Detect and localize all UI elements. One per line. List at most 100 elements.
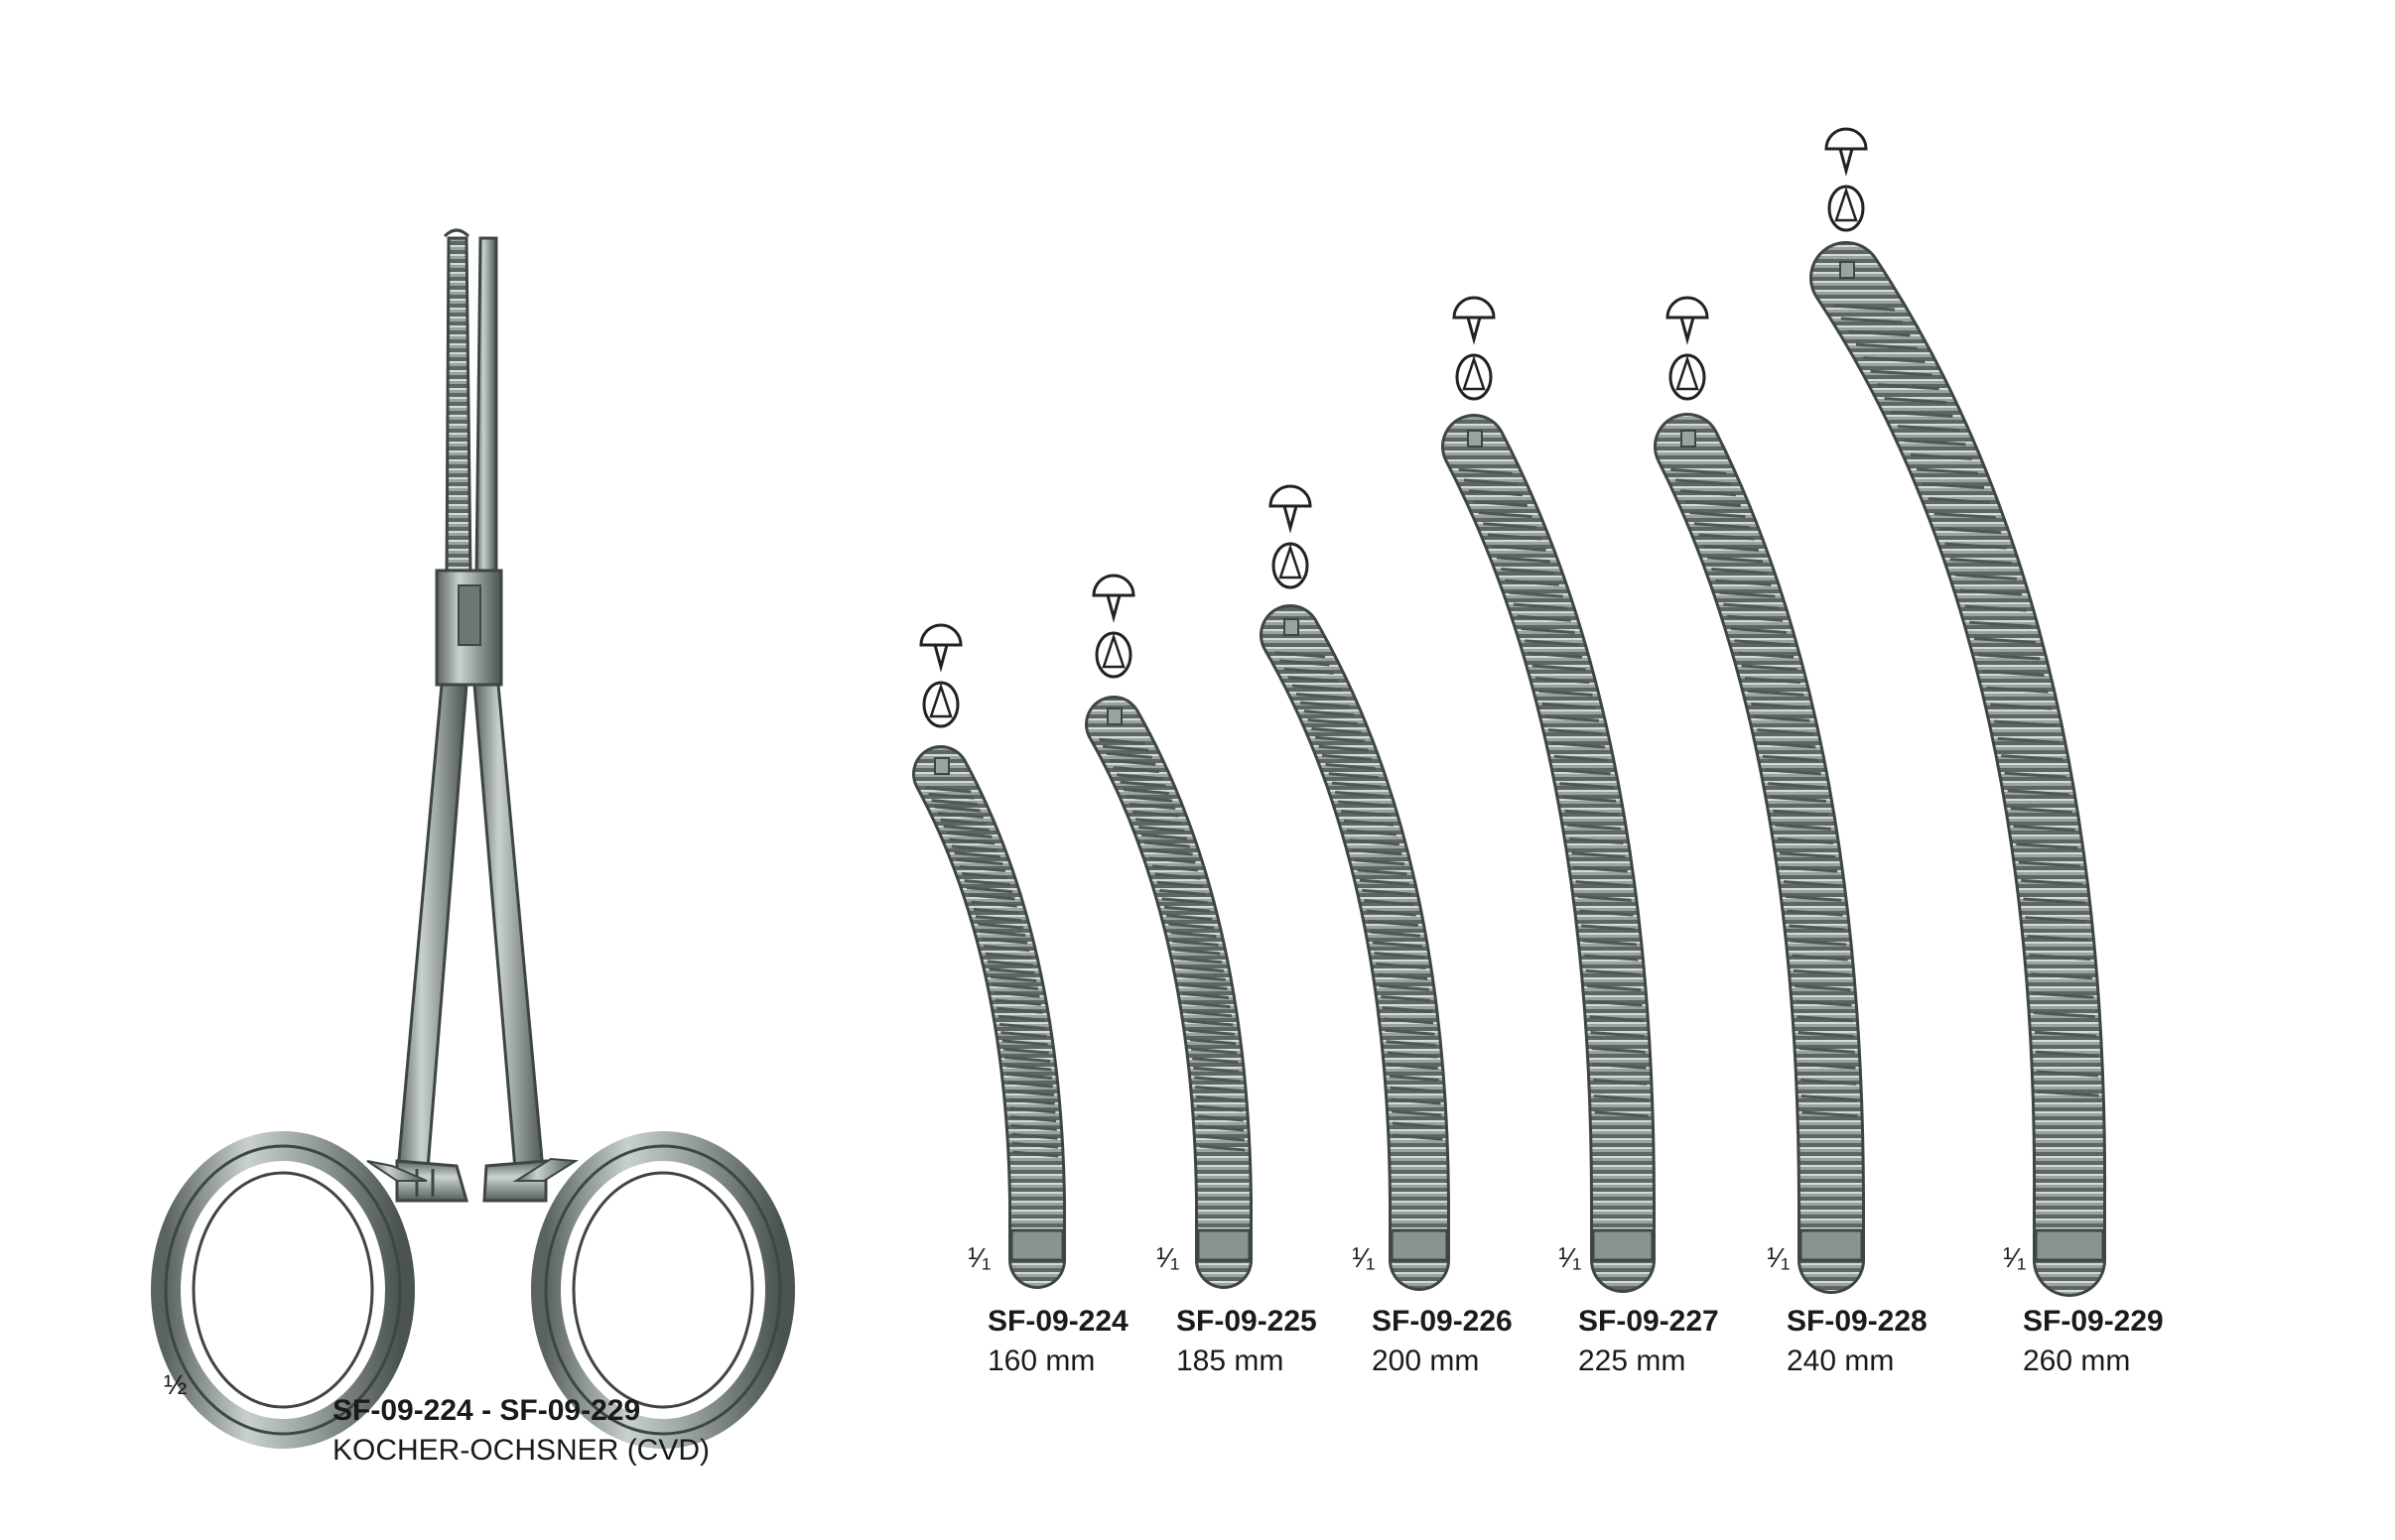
serration-line [1328, 772, 1379, 780]
serration-line [1174, 948, 1221, 956]
product-name: KOCHER-OCHSNER (CVD) [333, 1434, 711, 1467]
serration-line [1944, 542, 2007, 550]
serration-line [1389, 1074, 1439, 1082]
tooth-profile-icon [1665, 296, 1709, 345]
serration-line [1496, 556, 1551, 564]
serration-line [1789, 924, 1845, 932]
tip-code: SF-09-225 [1176, 1305, 1317, 1338]
serration-line [1751, 702, 1807, 709]
tip-serration [1812, 244, 2104, 1294]
serration-line [1916, 467, 1979, 475]
serration-line [1366, 909, 1416, 917]
serration-line [991, 974, 1037, 982]
serration-line [1528, 651, 1583, 659]
tip-serration [1657, 416, 1862, 1291]
serration-line [1181, 983, 1228, 991]
serration-line [1311, 726, 1362, 734]
serration-line [1748, 689, 1804, 697]
serration-line [1182, 992, 1230, 1000]
serration-line [1775, 823, 1831, 831]
serration-line [1196, 1104, 1244, 1112]
serration-line [1994, 719, 2057, 727]
jaw-profile-icon [1455, 353, 1493, 401]
serration-line [1004, 1064, 1052, 1072]
serration-line [1689, 511, 1746, 519]
serration-line [982, 937, 1028, 945]
serration-line [1368, 920, 1418, 928]
serration-line [2013, 825, 2075, 833]
serration-line [1760, 741, 1816, 749]
tip-serration [1088, 699, 1250, 1286]
tip-4 [1441, 296, 1656, 1293]
serration-line [978, 922, 1024, 930]
serration-line [1386, 1040, 1436, 1048]
serration-line [975, 915, 1022, 923]
tip-code: SF-09-224 [988, 1305, 1129, 1338]
serration-line [1679, 489, 1737, 497]
serration-line [1982, 669, 2045, 677]
jaw-profile-icon [1668, 353, 1706, 401]
tip-scale-label: ¹⁄₁ [1156, 1242, 1180, 1273]
serration-line [971, 900, 1017, 908]
serration-line [1354, 858, 1405, 866]
serration-line [957, 858, 1003, 866]
serration-line [1468, 489, 1523, 497]
serration-line [931, 799, 978, 807]
serration-line [1392, 1109, 1442, 1117]
serration-line [995, 998, 1042, 1006]
serration-line [1785, 894, 1842, 902]
tip-code: SF-09-226 [1372, 1305, 1513, 1338]
serration-line [1303, 709, 1355, 717]
serration-line [1797, 1030, 1854, 1038]
serration-line [1010, 1123, 1057, 1131]
serration-line [1575, 880, 1630, 888]
serration-line [1573, 865, 1628, 873]
serration-line [1177, 965, 1225, 973]
serration-line [1840, 317, 1903, 324]
serration-line [1588, 999, 1643, 1007]
serration-line [1130, 803, 1176, 811]
serration-line [1594, 1110, 1649, 1118]
serration-line [1593, 1094, 1649, 1102]
serration-line [928, 792, 975, 800]
serration-line [1393, 1133, 1443, 1141]
serration-line [1684, 500, 1741, 508]
tip-scale-label: ¹⁄₁ [1558, 1242, 1582, 1273]
serration-line [1314, 735, 1366, 743]
serration-line [1279, 659, 1330, 667]
serration-line [1986, 686, 2049, 694]
serration-line [1002, 1047, 1049, 1055]
serration-line [1378, 972, 1428, 980]
serration-line [1770, 795, 1827, 803]
serration-line [1159, 889, 1206, 897]
serration-line [1344, 819, 1395, 827]
serration-line [964, 879, 1010, 887]
serration-line [2023, 897, 2085, 905]
serration-line [1891, 411, 1953, 419]
serration-line [1734, 639, 1791, 647]
serration-line [1577, 894, 1632, 902]
serration-line [1117, 773, 1163, 781]
serration-line [1194, 1076, 1241, 1084]
serration-line [1199, 1144, 1246, 1152]
serration-line [951, 844, 998, 852]
serration-line [1011, 1132, 1058, 1140]
serration-line [1362, 888, 1412, 896]
tip-tooth [1283, 618, 1299, 636]
serration-line [1534, 677, 1590, 685]
serration-line [1374, 952, 1424, 960]
serration-line [1964, 604, 2027, 612]
serration-line [1855, 342, 1919, 350]
serration-line [1381, 994, 1431, 1002]
serration-line [1382, 1006, 1432, 1014]
serration-line [1005, 1072, 1053, 1080]
serration-line [1387, 1051, 1437, 1059]
serration-line [1191, 1047, 1238, 1055]
main-scale-label: ½ [164, 1369, 188, 1400]
tip-base [1798, 1228, 1864, 1262]
tip-3 [1260, 484, 1450, 1291]
tip-tooth [1839, 261, 1855, 279]
range-code: SF-09-224 - SF-09-229 [333, 1394, 641, 1427]
serration-line [1587, 984, 1642, 992]
